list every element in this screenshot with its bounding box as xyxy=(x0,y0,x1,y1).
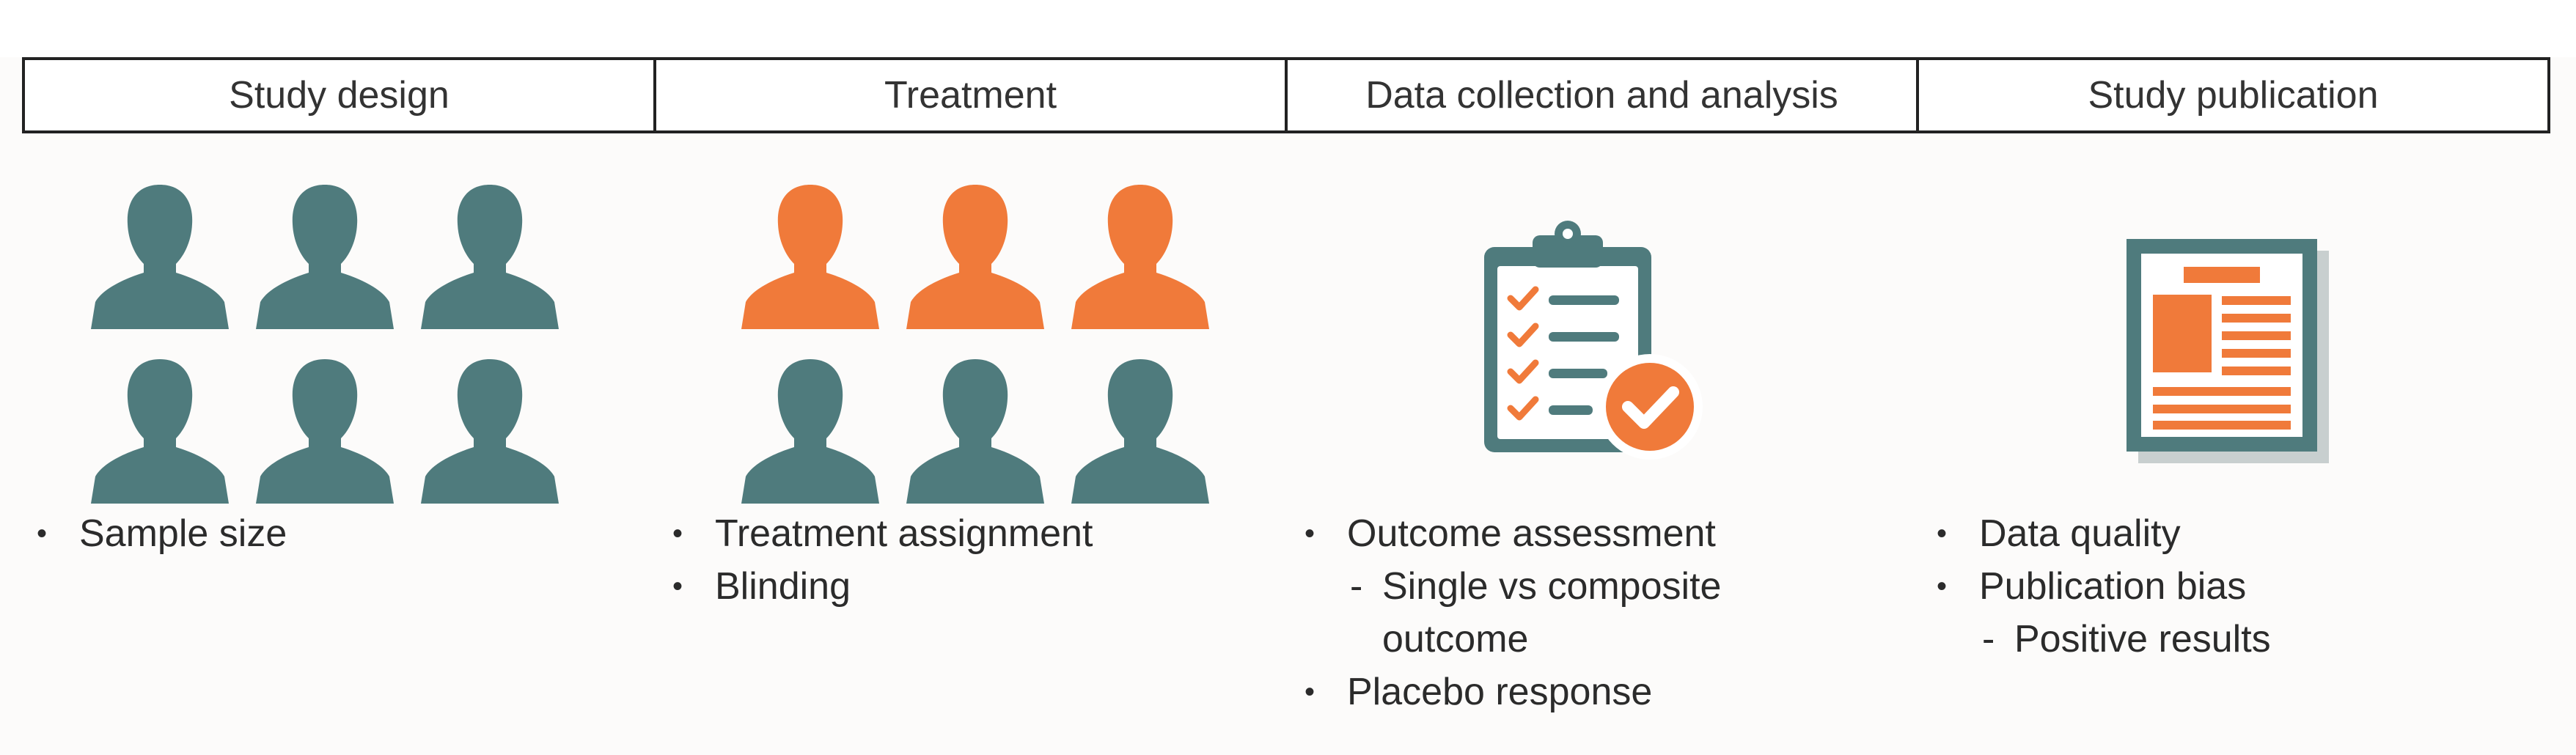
header-treatment: Treatment xyxy=(656,60,1288,130)
bullet-text: Treatment assignment xyxy=(715,512,1093,555)
people-grid-icon xyxy=(88,179,601,509)
header-data-collection: Data collection and analysis xyxy=(1288,60,1919,130)
person-icon xyxy=(418,179,562,329)
header-study-design: Study design xyxy=(25,60,656,130)
sub-bullet-item: -Single vs composite xyxy=(1304,560,1911,613)
bullet-text: Single vs composite xyxy=(1382,565,1722,608)
person-icon xyxy=(1068,353,1212,504)
bullet-text: Publication bias xyxy=(1979,565,2247,608)
person-icon xyxy=(418,353,562,504)
dash-marker: - xyxy=(1982,618,1995,660)
column-data-collection: • Outcome assessment -Single vs composite o… xyxy=(1286,133,1918,755)
people-grid-treated-icon xyxy=(738,179,1252,509)
person-icon xyxy=(253,179,397,329)
bullet-item: • Blinding xyxy=(672,560,1279,613)
clipboard-checklist-icon xyxy=(1475,218,1710,467)
bullet-text: Blinding xyxy=(715,565,851,608)
top-margin xyxy=(0,0,2576,57)
bullet-marker: • xyxy=(37,518,48,550)
person-icon xyxy=(738,179,882,329)
bullet-item: • Publication bias xyxy=(1937,560,2543,613)
header-study-publication: Study publication xyxy=(2088,74,2379,117)
person-icon xyxy=(88,179,232,329)
person-icon xyxy=(88,353,232,504)
bullet-marker: • xyxy=(1304,518,1315,550)
bullet-text: Data quality xyxy=(1979,512,2181,555)
bullet-marker: • xyxy=(1304,676,1315,708)
person-icon xyxy=(738,353,882,504)
person-icon xyxy=(1068,179,1212,329)
bullet-item: • Data quality xyxy=(1937,507,2543,560)
bullet-marker: • xyxy=(672,570,683,603)
bullet-text: Placebo response xyxy=(1347,671,1653,713)
study-design-bullets: • Sample size xyxy=(37,507,647,560)
bullet-marker: • xyxy=(1937,570,1948,603)
person-icon xyxy=(903,179,1047,329)
bullet-item: • Placebo response xyxy=(1304,666,1911,718)
bullet-marker: • xyxy=(1937,518,1948,550)
dash-marker: - xyxy=(1350,565,1363,608)
bullet-text: Positive results xyxy=(2014,618,2271,660)
bullet-item: • Outcome assessment xyxy=(1304,507,1911,560)
person-icon xyxy=(253,353,397,504)
bullet-marker: • xyxy=(672,518,683,550)
study-publication-bullets: • Data quality • Publication bias -Positive … xyxy=(1937,507,2543,666)
bullet-continuation: outcome xyxy=(1304,613,1911,666)
bullet-text: Outcome assessment xyxy=(1347,512,1716,555)
column-study-design: • Sample size xyxy=(22,133,654,755)
sub-bullet-item: -Positive results xyxy=(1937,613,2543,666)
bullet-item: • Sample size xyxy=(37,507,647,560)
data-collection-bullets: • Outcome assessment -Single vs composite o… xyxy=(1304,507,1911,718)
column-treatment: • Treatment assignment • Blinding xyxy=(654,133,1286,755)
newspaper-icon xyxy=(2124,236,2336,471)
bullet-text: Sample size xyxy=(79,512,287,555)
stage-header-row: Study design Treatment Data collection a… xyxy=(22,57,2550,133)
treatment-bullets: • Treatment assignment • Blinding xyxy=(672,507,1279,613)
person-icon xyxy=(903,353,1047,504)
bullet-item: • Treatment assignment xyxy=(672,507,1279,560)
column-study-publication: • Data quality • Publication bias -Positive … xyxy=(1918,133,2550,755)
bullet-text: outcome xyxy=(1382,618,1529,660)
